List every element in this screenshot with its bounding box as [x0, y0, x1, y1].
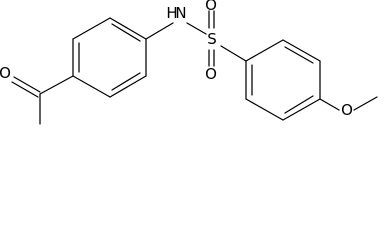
- bond-carbonyl-double-2: [13, 76, 41, 93]
- bond-right-ring-inner-1: [284, 46, 314, 64]
- bond-methoxy-methyl: [353, 96, 378, 111]
- sulfonyl-oxygen-top-label: O: [205, 0, 217, 14]
- bond-ring-nitrogen: [145, 22, 174, 40]
- bond-left-ring-3: [109, 17, 147, 40]
- methoxy-oxygen-label: O: [341, 101, 353, 119]
- amide-nitrogen-label: N: [175, 4, 186, 22]
- bond-right-ring-4: [282, 98, 321, 121]
- molecule-diagram: O H N S O O O: [0, 0, 378, 125]
- bond-sulfur-ring: [220, 45, 247, 62]
- bond-left-ring-2: [72, 17, 111, 40]
- bond-nitrogen-sulfur: [186, 22, 207, 35]
- bond-left-ring-5: [109, 75, 147, 98]
- bond-right-ring-2: [282, 39, 321, 62]
- bond-acetyl-ring: [39, 75, 74, 95]
- bond-right-ring-inner-2: [284, 95, 314, 114]
- sulfonyl-oxygen-bottom-label: O: [205, 65, 217, 83]
- bond-right-ring-5: [245, 98, 284, 121]
- atom-labels: O H N S O O O: [0, 0, 353, 119]
- bond-left-ring-inner-3: [111, 72, 141, 91]
- sulfur-label: S: [207, 30, 217, 48]
- bond-carbonyl-double-1: [11, 81, 39, 98]
- bond-left-ring-6: [72, 75, 111, 98]
- bond-right-ring-1: [245, 39, 284, 62]
- bonds: [11, 10, 378, 125]
- bond-left-ring-inner-2: [111, 23, 141, 42]
- amide-hydrogen-label: H: [166, 4, 177, 22]
- bond-ring-methoxy-oxygen: [319, 98, 340, 111]
- carbonyl-oxygen-label: O: [0, 64, 11, 82]
